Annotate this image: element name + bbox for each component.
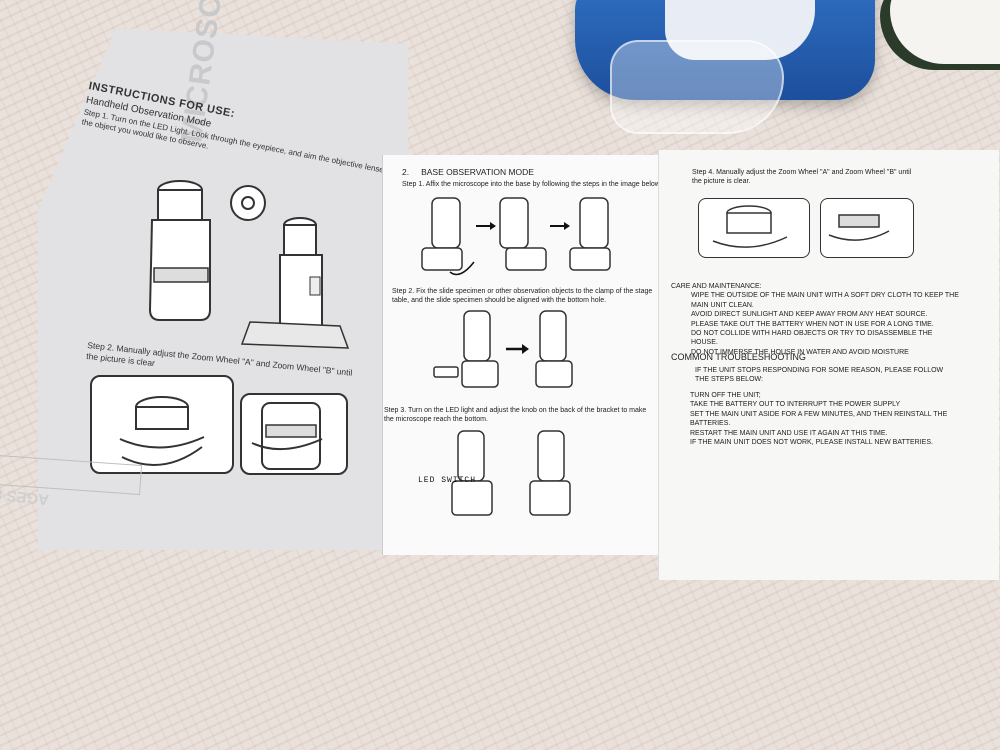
- plastic-bag: [610, 40, 784, 134]
- care-line: AVOID DIRECT SUNLIGHT AND KEEP AWAY FROM…: [691, 311, 928, 319]
- troubleshooting-intro: IF THE UNIT STOPS RESPONDING FOR SOME RE…: [695, 367, 944, 384]
- power-button-icon: [230, 185, 266, 221]
- right-step4: Step 4. Manually adjust the Zoom Wheel "…: [692, 169, 912, 186]
- care-section: CARE AND MAINTENANCE: WIPE THE OUTSIDE O…: [671, 282, 961, 357]
- fluffy-toy: [880, 0, 1000, 70]
- slide-clamp-illustration: [433, 310, 573, 388]
- base-mode-heading: 2. BASE OBSERVATION MODE: [402, 168, 546, 177]
- care-line: PLEASE TAKE OUT THE BATTERY WHEN NOT IN …: [691, 320, 934, 328]
- care-heading: CARE AND MAINTENANCE:: [671, 283, 762, 290]
- troubleshooting-heading: COMMON TROUBLESHOOTING: [671, 352, 806, 362]
- zoom-wheel-a-closeup: [698, 198, 810, 258]
- trouble-line: TAKE THE BATTERY OUT TO INTERRUPT THE PO…: [690, 401, 901, 409]
- mid-step2: Step 2. Fix the slide specimen or other …: [392, 288, 653, 304]
- trouble-line: RESTART THE MAIN UNIT AND USE IT AGAIN A…: [690, 429, 888, 437]
- trouble-line: SET THE MAIN UNIT ASIDE FOR A FEW MINUTE…: [690, 410, 948, 428]
- mid-step1: Step 1. Affix the microscope into the ba…: [402, 181, 660, 188]
- affix-steps-illustration: [421, 197, 611, 276]
- zoom-wheel-b-closeup: [820, 198, 914, 258]
- care-line: DO NOT COLLIDE WITH HARD OBJECTS OR TRY …: [691, 330, 933, 347]
- led-switch-label: LED SWITCH: [418, 476, 477, 485]
- microscope-on-object-illustration: [279, 217, 323, 336]
- section-number: 2.: [402, 167, 410, 177]
- zoom-wheel-a-illustration: [90, 375, 234, 474]
- zoom-wheel-b-illustration: [240, 393, 348, 475]
- trouble-line: IF THE MAIN UNIT DOES NOT WORK, PLEASE I…: [690, 439, 933, 447]
- troubleshooting-steps: TURN OFF THE UNIT; TAKE THE BATTERY OUT …: [690, 391, 960, 447]
- base-plate: [240, 321, 350, 349]
- trouble-line: TURN OFF THE UNIT;: [690, 392, 761, 399]
- led-adjust-illustration: [451, 430, 571, 516]
- section-title: BASE OBSERVATION MODE: [421, 167, 534, 177]
- handheld-microscope-illustration: [148, 180, 211, 321]
- mid-step3: Step 3. Turn on the LED light and adjust…: [384, 407, 647, 423]
- care-line: DO NOT IMMERSE THE HOUSE IN WATER AND AV…: [691, 348, 909, 356]
- care-line: WIPE THE OUTSIDE OF THE MAIN UNIT WITH A…: [691, 292, 959, 309]
